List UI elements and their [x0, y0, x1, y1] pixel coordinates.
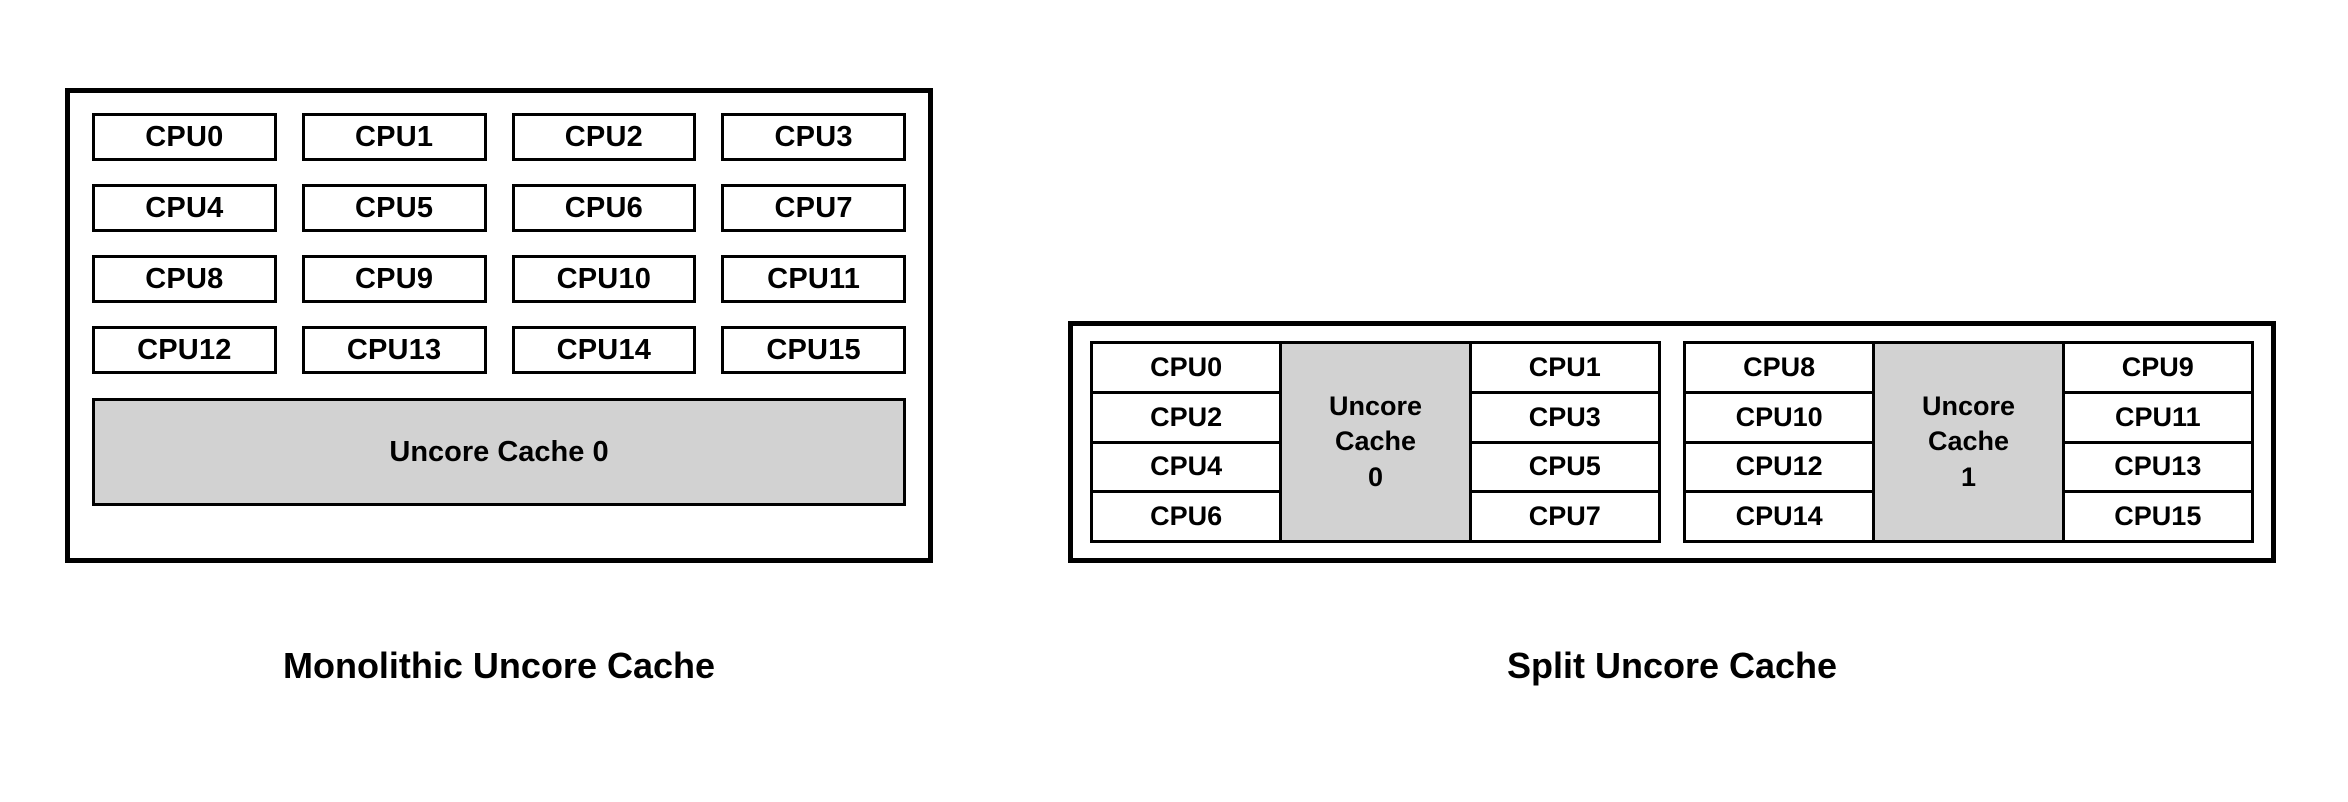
monolithic-cpu-grid: CPU0 CPU1 CPU2 CPU3 CPU4 CPU5 CPU6 CPU7 … [92, 113, 906, 374]
cpu-box: CPU8 [92, 255, 277, 303]
monolithic-package-outline: CPU0 CPU1 CPU2 CPU3 CPU4 CPU5 CPU6 CPU7 … [65, 88, 933, 563]
cpu-box: CPU14 [511, 326, 697, 374]
cpu-cell: CPU15 [2064, 490, 2251, 540]
cpu-cell: CPU2 [1093, 390, 1280, 441]
cpu-cell: CPU0 [1093, 344, 1280, 391]
cpu-box: CPU7 [721, 184, 906, 232]
cpu-box: CPU6 [511, 184, 697, 232]
cpu-cell: CPU10 [1686, 390, 1873, 441]
cpu-cell: CPU5 [1471, 440, 1658, 491]
cpu-box: CPU11 [721, 255, 906, 303]
cpu-column-left: CPU0 CPU2 CPU4 CPU6 [1093, 344, 1283, 540]
cpu-cell: CPU6 [1093, 490, 1280, 540]
cpu-box: CPU0 [92, 113, 277, 161]
cpu-column-left: CPU8 CPU10 CPU12 CPU14 [1686, 344, 1876, 540]
cpu-cell: CPU14 [1686, 490, 1873, 540]
cpu-box: CPU9 [301, 255, 487, 303]
cpu-cell: CPU1 [1471, 344, 1658, 391]
cpu-cell: CPU4 [1093, 440, 1280, 491]
uncore-cache-block: Uncore Cache 0 [1282, 344, 1469, 540]
cpu-box: CPU3 [721, 113, 906, 161]
cpu-box: CPU13 [301, 326, 487, 374]
uncore-cache-index: 1 [1960, 461, 1976, 492]
monolithic-uncore-cache-figure: CPU0 CPU1 CPU2 CPU3 CPU4 CPU5 CPU6 CPU7 … [65, 88, 933, 563]
cpu-column-right: CPU1 CPU3 CPU5 CPU7 [1468, 344, 1658, 540]
cpu-box: CPU12 [92, 326, 277, 374]
cpu-box: CPU4 [92, 184, 277, 232]
cpu-box: CPU10 [511, 255, 697, 303]
uncore-cache-label-line: Cache [1927, 426, 2010, 457]
cpu-box: CPU15 [721, 326, 906, 374]
uncore-cache-label-line: Uncore [1921, 390, 2015, 421]
cpu-box: CPU2 [511, 113, 697, 161]
uncore-cache-label-line: Cache [1334, 426, 1417, 457]
uncore-cache-block: Uncore Cache 1 [1875, 344, 2062, 540]
cpu-cell: CPU3 [1471, 390, 1658, 441]
cpu-cell: CPU9 [2064, 344, 2251, 391]
cpu-column-right: CPU9 CPU11 CPU13 CPU15 [2061, 344, 2251, 540]
uncore-cache-block: Uncore Cache 0 [92, 398, 906, 506]
split-figure-caption: Split Uncore Cache [1506, 645, 1838, 686]
cpu-box: CPU1 [301, 113, 487, 161]
split-uncore-cache-figure: CPU0 CPU2 CPU4 CPU6 Uncore Cache 0 CPU1 … [1068, 321, 2276, 563]
cpu-cell: CPU12 [1686, 440, 1873, 491]
split-cache-group: CPU0 CPU2 CPU4 CPU6 Uncore Cache 0 CPU1 … [1090, 341, 1661, 543]
cpu-cell: CPU7 [1471, 490, 1658, 540]
uncore-cache-index: 0 [1367, 461, 1383, 492]
cpu-cell: CPU8 [1686, 344, 1873, 391]
monolithic-figure-caption: Monolithic Uncore Cache [282, 645, 716, 686]
cpu-cell: CPU13 [2064, 440, 2251, 491]
cpu-cell: CPU11 [2064, 390, 2251, 441]
split-package-outline: CPU0 CPU2 CPU4 CPU6 Uncore Cache 0 CPU1 … [1068, 321, 2276, 563]
cpu-box: CPU5 [301, 184, 487, 232]
split-cache-group: CPU8 CPU10 CPU12 CPU14 Uncore Cache 1 CP… [1683, 341, 2254, 543]
uncore-cache-label-line: Uncore [1328, 390, 1422, 421]
